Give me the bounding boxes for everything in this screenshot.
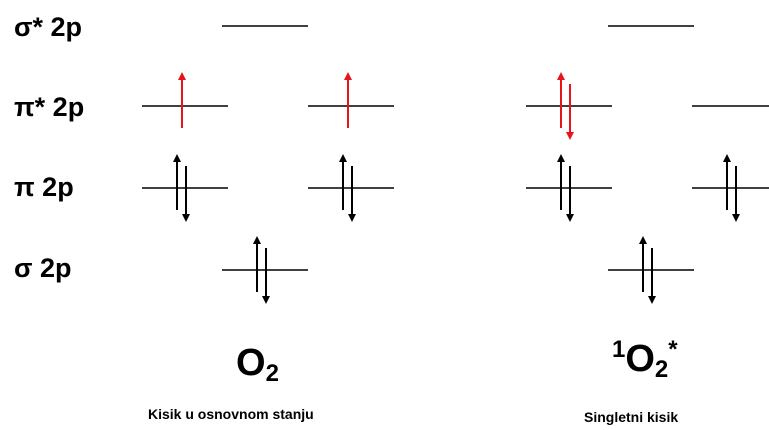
formula-main: O: [625, 338, 655, 380]
level-label-pi-2p: π 2p: [14, 172, 74, 202]
level-label-sigma-star-2p: σ* 2p: [14, 12, 82, 42]
formula-post-sup: *: [668, 336, 678, 363]
formula-sub: 2: [265, 360, 279, 387]
level-label-pi-star-2p: π* 2p: [14, 92, 85, 122]
caption-singlet-oxygen: Singletni kisik: [584, 409, 679, 425]
molecule-formula-singlet: 1O2*: [612, 336, 678, 384]
formula-sub: 2: [654, 356, 669, 383]
formula-main: O: [236, 342, 266, 384]
formula-pre-sup: 1: [612, 336, 626, 363]
molecule-formula-ground: O2: [236, 340, 279, 388]
level-label-sigma-2p: σ 2p: [14, 253, 72, 283]
caption-ground-state: Kisik u osnovnom stanju: [148, 406, 314, 422]
